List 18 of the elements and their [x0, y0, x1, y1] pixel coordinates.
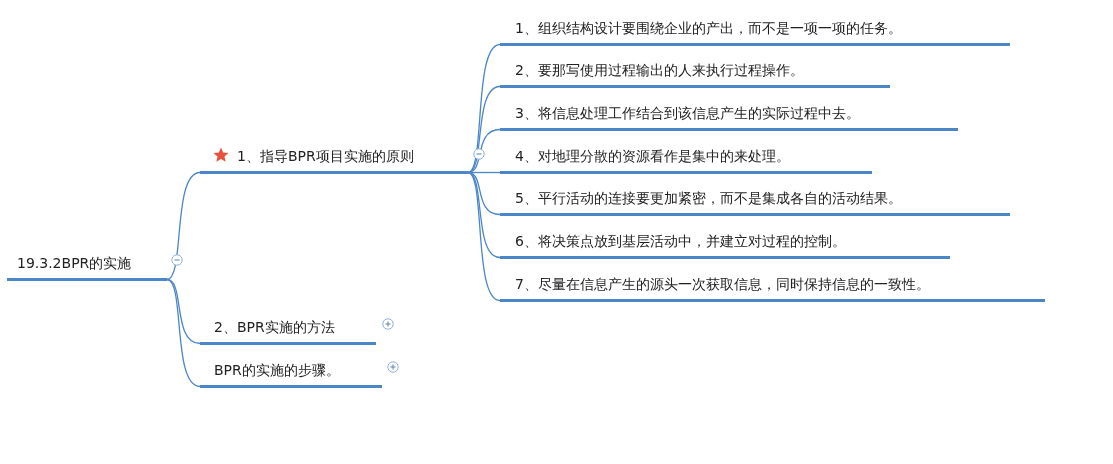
branch-line — [467, 128, 501, 174]
topic-text: 5、平行活动的连接要更加紧密，而不是集成各自的活动结果。 — [515, 190, 902, 207]
topic-text: 4、对地理分散的资源看作是集中的来处理。 — [515, 148, 790, 165]
branch-line — [467, 171, 501, 259]
topic-text: 7、尽量在信息产生的源头一次获取信息，同时保持信息的一致性。 — [515, 276, 930, 293]
topic-text: 6、将决策点放到基层活动中，并建立对过程的控制。 — [515, 233, 846, 250]
branch-line — [166, 171, 201, 281]
branch-line — [166, 278, 201, 345]
topic-text: 3、将信息处理工作结合到该信息产生的实际过程中去。 — [515, 105, 860, 122]
branch-line — [467, 171, 501, 302]
topic-text: 1、指导BPR项目实施的原则 — [237, 148, 414, 165]
topic-text: 2、要那写使用过程输出的人来执行过程操作。 — [515, 62, 804, 79]
topic-text: 1、组织结构设计要围绕企业的产出，而不是一项一项的任务。 — [515, 20, 902, 37]
topic-text: 19.3.2BPR的实施 — [17, 255, 132, 272]
topic-text: 2、BPR实施的方法 — [214, 319, 335, 336]
branch-line — [166, 278, 201, 388]
topic-text: BPR的实施的步骤。 — [214, 362, 340, 379]
branch-line — [467, 85, 501, 174]
